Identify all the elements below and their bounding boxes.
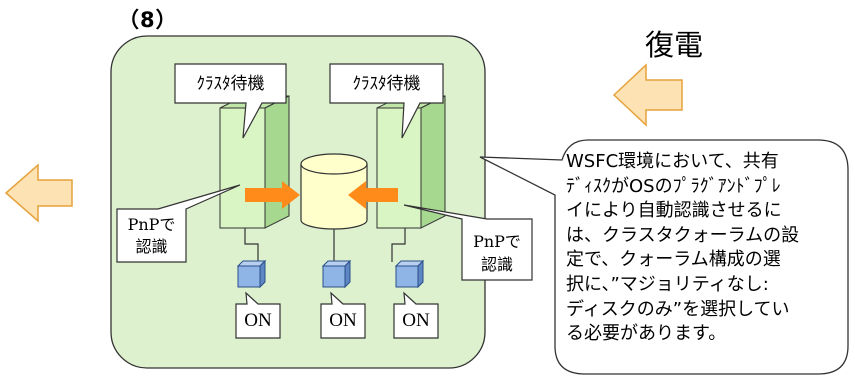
connector-line-left <box>244 228 259 262</box>
recognition-arrow-left-icon <box>245 181 300 209</box>
note-text: WSFC環境において、共有 ﾃﾞｨｽｸがOSのﾌﾟﾗｸﾞｱﾝﾄﾞﾌﾟﾚ イにより… <box>566 150 838 347</box>
power-device-1-icon <box>236 259 267 289</box>
power-label-3-callout <box>393 291 439 339</box>
cluster-node-left-label: ｸﾗｽﾀ待機 <box>196 74 265 94</box>
note-line: イにより自動認識させるに <box>566 200 782 222</box>
power-label-1-callout <box>235 291 281 339</box>
pnp-callout-right-line1: PnPで <box>473 232 521 251</box>
power-label-2: ON <box>329 310 357 331</box>
cluster-node-right-callout <box>329 63 444 139</box>
note-line: る必要があります。 <box>566 323 727 345</box>
cluster-node-right <box>376 95 446 229</box>
power-label-3: ON <box>402 310 430 331</box>
note-bubble <box>479 139 849 375</box>
pnp-callout-left-line1: PnPで <box>127 215 176 234</box>
power-device-3-icon <box>394 259 425 289</box>
recovery-label: 復電 <box>645 28 704 62</box>
recovery-block-arrow-icon <box>612 63 683 127</box>
note-line: は、クラスタクォーラムの設 <box>566 224 800 246</box>
power-label-1: ON <box>244 310 272 331</box>
connector-line-right <box>391 228 406 262</box>
pnp-callout-right-line2: 認識 <box>480 255 513 274</box>
step-number: （8） <box>118 8 178 32</box>
power-device-2-icon <box>321 259 352 289</box>
cluster-node-left-callout <box>174 63 287 139</box>
note-line: WSFC環境において、共有 <box>566 151 779 172</box>
pnp-callout-left-line2: 認識 <box>135 237 168 256</box>
note-line: ディスクのみ”を選択してい <box>566 298 790 320</box>
recognition-arrow-right-icon <box>348 181 398 209</box>
shared-disk-icon <box>300 153 368 230</box>
pnp-callout-right <box>403 204 533 281</box>
pnp-callout-left <box>116 184 241 263</box>
note-line: ﾃﾞｨｽｸがOSのﾌﾟﾗｸﾞｱﾝﾄﾞﾌﾟﾚ <box>566 175 781 197</box>
cluster-node-right-label: ｸﾗｽﾀ待機 <box>352 74 421 94</box>
note-line: 定で、クォーラム構成の選 <box>566 249 781 271</box>
note-line: 択に、”マジョリティなし: <box>566 273 769 295</box>
power-label-2-callout <box>320 291 366 339</box>
left-block-arrow-icon <box>4 163 73 223</box>
